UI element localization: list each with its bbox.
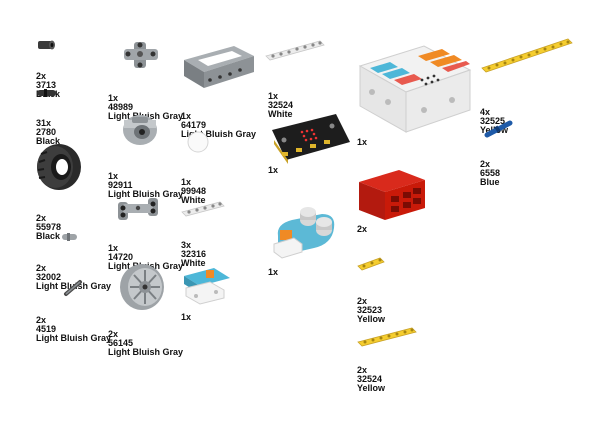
battery-box-icon — [359, 170, 425, 220]
beam-32524-white-icon — [265, 40, 325, 61]
beam-32525-icon — [481, 38, 573, 73]
beam-32524-yellow-icon — [357, 327, 417, 347]
tire-55978-icon — [37, 144, 81, 190]
axle-4519-icon — [64, 280, 82, 296]
component-label-sensor: 1x — [181, 312, 192, 322]
pin-6558-icon — [484, 120, 513, 138]
ultrasonic-sensor-icon — [273, 207, 335, 259]
pin-32002-icon — [62, 233, 77, 241]
beam-14720-icon — [118, 198, 158, 220]
expansion-box-icon — [358, 45, 472, 133]
component-label-microbit: 1x — [357, 137, 368, 147]
part-99948-icon — [187, 131, 209, 153]
component-label-ultrasonic: 1x — [268, 267, 279, 277]
part-92911-icon — [123, 115, 157, 145]
beam-32316-icon — [181, 201, 225, 217]
part-label-3713: 2x3713Black — [36, 71, 60, 99]
component-label-battery: 2x — [357, 224, 368, 234]
pin-2780-icon — [37, 89, 56, 97]
microbit-board-icon — [272, 114, 350, 164]
rim-56145-icon — [120, 264, 164, 310]
beam-32523-icon — [357, 257, 385, 271]
bush-3713-icon — [38, 40, 55, 50]
frame-64179-icon — [184, 46, 254, 88]
connector-48989-icon — [124, 42, 158, 68]
component-label-c2: 1x — [268, 165, 279, 175]
sensor-module-icon — [184, 268, 230, 305]
